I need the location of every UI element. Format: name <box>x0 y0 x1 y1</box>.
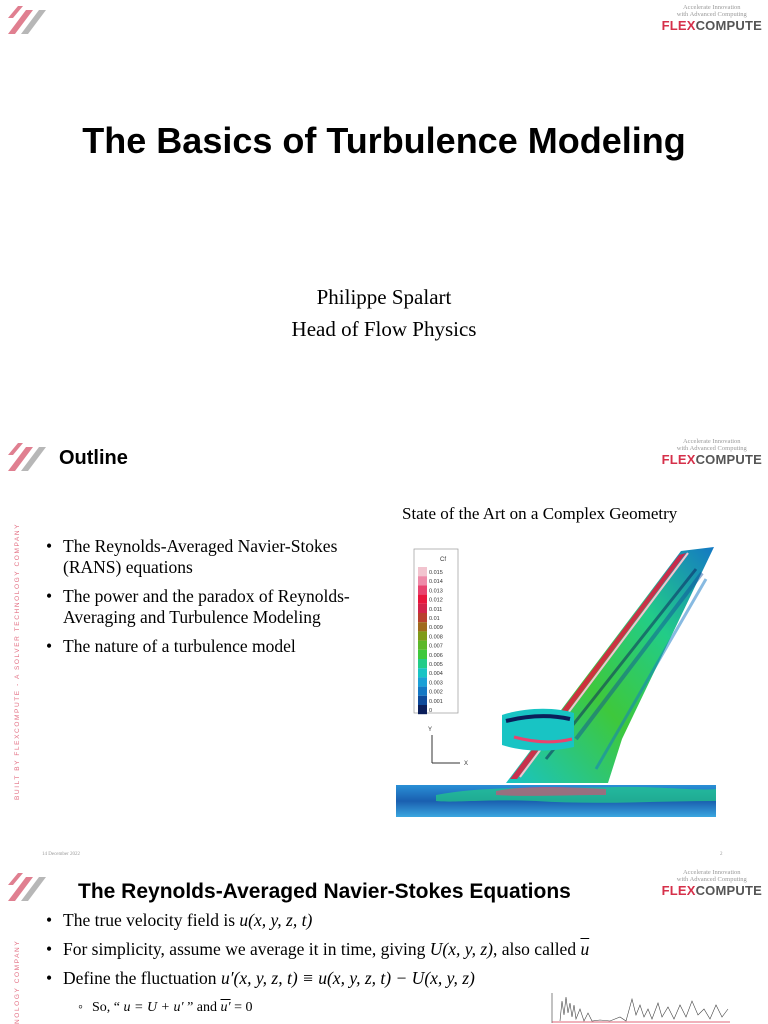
list-item: The true velocity field is u(x, y, z, t) <box>46 910 746 931</box>
legend-swatch <box>418 640 427 650</box>
author-name: Philippe Spalart <box>316 285 452 309</box>
legend-label: 0.006 <box>429 653 443 659</box>
legend-entries: 0.015 0.014 0.013 0.012 0.011 0.01 0.009 0.008 0… <box>418 567 443 715</box>
legend-swatch <box>418 695 427 705</box>
legend-swatch <box>418 603 427 613</box>
legend-swatch <box>418 567 427 577</box>
legend-label: 0 <box>429 708 432 714</box>
equation-list: The true velocity field is u(x, y, z, t)… <box>46 910 746 1018</box>
axis-x-label: X <box>464 761 468 767</box>
legend-swatch <box>418 705 427 715</box>
figure-caption: State of the Art on a Complex Geometry <box>402 504 678 523</box>
flexcompute-logo-icon <box>8 873 46 901</box>
author-block: Philippe Spalart Head of Flow Physics <box>0 281 768 345</box>
legend-swatch <box>418 631 427 641</box>
outline-list: The Reynolds-Averaged Navier-Stokes (RAN… <box>46 536 386 665</box>
math-expression: u′(x, y, z, t) ≡ u(x, y, z, t) − U(x, y,… <box>220 968 475 988</box>
flexcompute-logo-icon <box>8 6 46 34</box>
list-item: For simplicity, assume we average it in … <box>46 939 746 960</box>
legend-label: 0.005 <box>429 662 443 668</box>
legend-label: 0.012 <box>429 598 443 604</box>
legend-title: Cf <box>440 557 446 563</box>
velocity-signal-plot <box>551 993 730 1023</box>
legend-swatch <box>418 622 427 632</box>
legend-label: 0.015 <box>429 570 443 576</box>
sub-list-item: So, “ u = U + u′ ” and u′ = 0 <box>46 997 746 1018</box>
legend-label: 0.009 <box>429 625 443 631</box>
brand-name: FLEXCOMPUTE <box>661 18 762 33</box>
legend-label: 0.008 <box>429 634 443 640</box>
brand-name: FLEXCOMPUTE <box>661 883 762 898</box>
rans-slide: The Reynolds-Averaged Navier-Stokes Equa… <box>0 863 768 1024</box>
list-item: Define the fluctuation u′(x, y, z, t) ≡ … <box>46 968 746 989</box>
legend-swatch <box>418 649 427 659</box>
slide-heading: The Reynolds-Averaged Navier-Stokes Equa… <box>78 880 571 903</box>
brand-name: FLEXCOMPUTE <box>661 452 762 467</box>
presentation-title: The Basics of Turbulence Modeling <box>82 120 686 161</box>
legend-label: 0.014 <box>429 579 443 585</box>
legend-label: 0.013 <box>429 588 443 594</box>
axes-triad: Y X <box>428 727 468 767</box>
cfd-skin-friction-figure: Cf 0.0150.0140.0130.0120.0110.010.0090.0… <box>396 547 716 817</box>
vertical-side-text: BUILT BY FLEXCOMPUTE - A SOLVER TECHNOLO… <box>14 522 21 800</box>
math-expression: u <box>580 939 590 959</box>
list-item: The Reynolds-Averaged Navier-Stokes (RAN… <box>46 536 386 578</box>
math-expression: u = U + u′ <box>123 1000 184 1015</box>
vertical-side-text: NOLOGY COMPANY <box>14 939 21 1024</box>
legend-label: 0.003 <box>429 680 443 686</box>
legend-label: 0.004 <box>429 671 443 677</box>
footer-page-number: 2 <box>720 852 723 857</box>
legend-swatch <box>418 613 427 623</box>
axis-y-label: Y <box>428 727 432 733</box>
math-expression: U(x, y, z) <box>429 939 493 959</box>
flexcompute-logo-icon <box>8 443 46 471</box>
legend-label: 0.007 <box>429 644 443 650</box>
legend-swatch <box>418 686 427 696</box>
author-role: Head of Flow Physics <box>291 317 477 341</box>
list-item: The power and the paradox of Reynolds-Av… <box>46 586 386 628</box>
list-item: The nature of a turbulence model <box>46 636 386 657</box>
math-expression: u′ <box>220 1000 231 1015</box>
legend-swatch <box>418 668 427 678</box>
math-expression: u(x, y, z, t) <box>239 910 313 930</box>
legend-swatch <box>418 677 427 687</box>
footer-date: 14 December 2022 <box>42 852 81 857</box>
legend-label: 0.011 <box>429 607 442 613</box>
legend-swatch <box>418 659 427 669</box>
legend-label: 0.002 <box>429 690 443 696</box>
legend-swatch <box>418 576 427 586</box>
slide-heading: Outline <box>59 447 128 469</box>
legend-label: 0.01 <box>429 616 440 622</box>
legend-label: 0.001 <box>429 699 443 705</box>
legend-swatch <box>418 585 427 595</box>
legend-swatch <box>418 594 427 604</box>
